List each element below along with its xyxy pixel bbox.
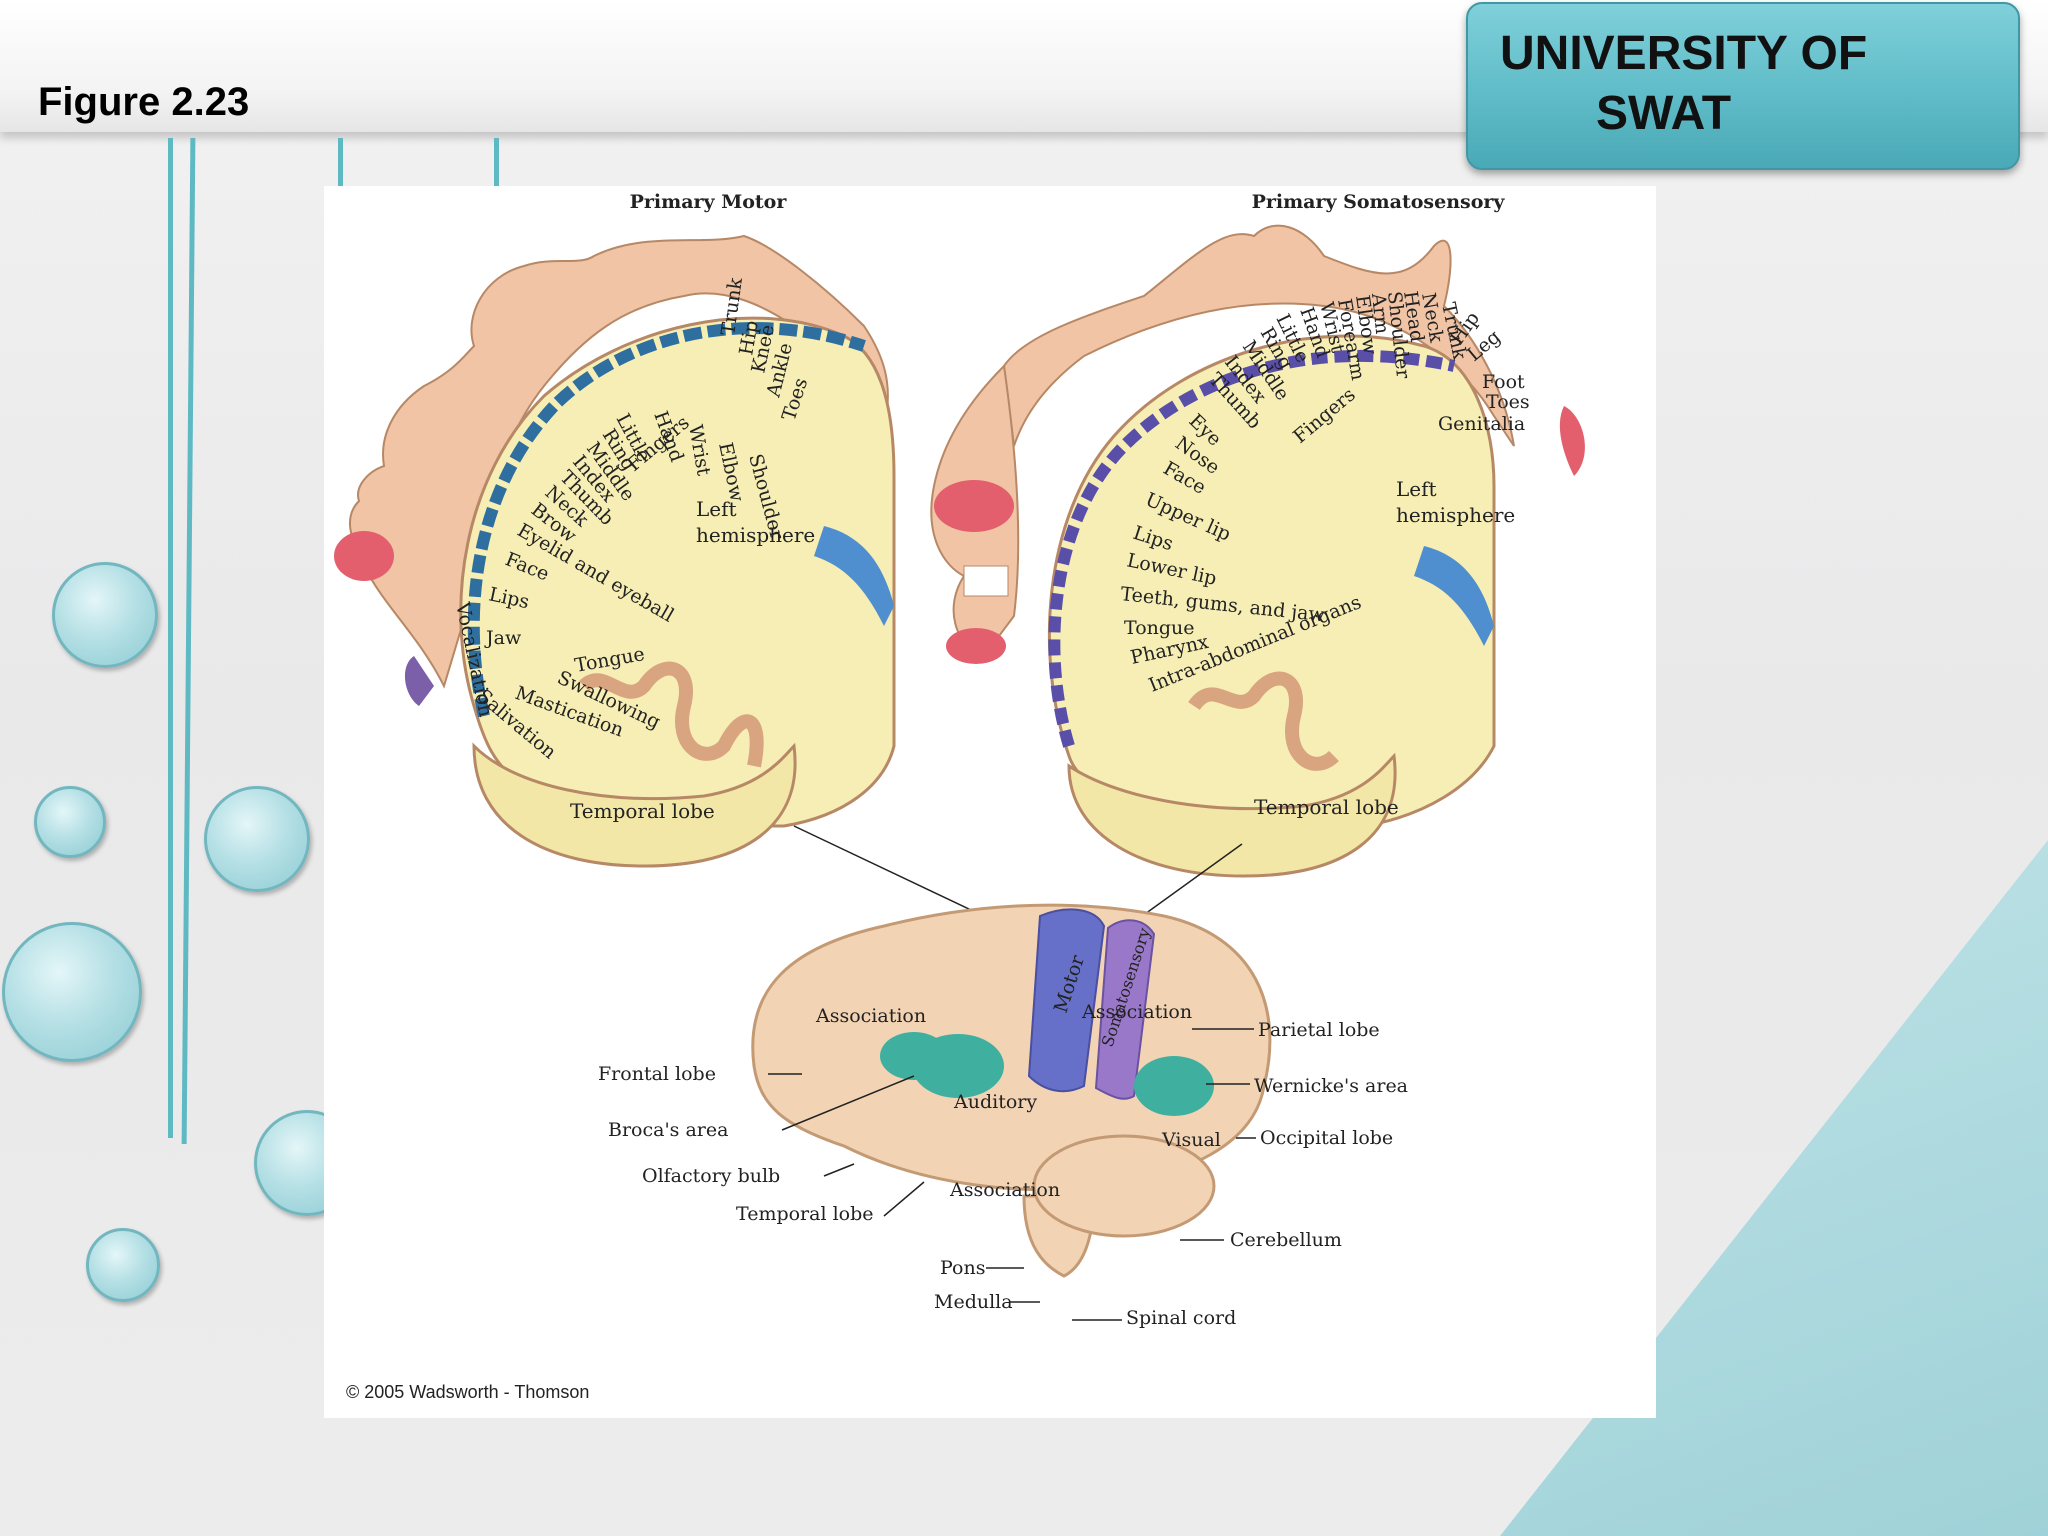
- motor-throat: [404, 656, 434, 706]
- brain-visual: Visual: [1161, 1129, 1221, 1151]
- motor-tongue: [334, 531, 394, 581]
- figure-label: Figure 2.23: [38, 80, 250, 124]
- somato-lips: [934, 480, 1014, 532]
- somato-label: Arm: [1367, 291, 1393, 335]
- somato-label: Tongue: [1124, 617, 1195, 639]
- decor-bubble: [34, 786, 106, 858]
- university-badge: UNIVERSITY OF SWAT: [1466, 2, 2020, 170]
- motor-title: Primary Motor: [630, 191, 788, 213]
- university-line-2: SWAT: [1596, 87, 1732, 140]
- decor-bubble: [2, 922, 142, 1062]
- somato-title: Primary Somatosensory: [1252, 191, 1506, 213]
- figure-panel: Primary Motor Toes Ankle Knee Hip Trunk …: [324, 186, 1656, 1418]
- brain-pons: Pons: [940, 1257, 985, 1279]
- university-line-1: UNIVERSITY OF: [1500, 27, 1868, 80]
- somatosensory-cortex: [1094, 919, 1156, 1100]
- decor-stripe-3: [338, 138, 343, 188]
- motor-label: Jaw: [484, 627, 522, 649]
- somato-tongue: [946, 628, 1006, 664]
- lateral-brain: [751, 903, 1272, 1278]
- brain-temporal-lobe: Temporal lobe: [736, 1203, 874, 1225]
- cerebellum-shape: [1032, 1134, 1216, 1238]
- somato-label: Toes: [1486, 391, 1530, 413]
- decor-stripe-4: [494, 138, 499, 188]
- brain-occipital-lobe: Occipital lobe: [1260, 1127, 1393, 1149]
- motor-cortex: [1027, 908, 1106, 1093]
- somato-teeth: [963, 565, 1009, 597]
- somato-label: Foot: [1482, 371, 1525, 393]
- brain-parietal-lobe: Parietal lobe: [1258, 1019, 1380, 1041]
- brain-spinal-cord: Spinal cord: [1126, 1307, 1236, 1329]
- decor-bubble: [52, 562, 158, 668]
- brain-association-bottom: Association: [949, 1179, 1060, 1201]
- decor-bubble: [204, 786, 310, 892]
- motor-left-hemisphere-line1: Left: [696, 497, 737, 521]
- copyright-text: © 2005 Wadsworth - Thomson: [346, 1382, 589, 1402]
- decor-bubble: [86, 1228, 160, 1302]
- motor-left-hemisphere-line2: hemisphere: [696, 523, 815, 547]
- motor-homunculus: [334, 234, 896, 868]
- decor-stripe-2: [181, 138, 196, 1144]
- brain-frontal-lobe: Frontal lobe: [598, 1063, 716, 1085]
- somato-temporal-lobe-label: Temporal lobe: [1254, 795, 1399, 819]
- decor-stripe-1: [168, 138, 173, 1138]
- motor-temporal-lobe-label: Temporal lobe: [570, 799, 715, 823]
- brain-association-front: Association: [815, 1005, 926, 1027]
- brain-cerebellum: Cerebellum: [1230, 1229, 1342, 1251]
- brain-leader-lines: [768, 1028, 1256, 1321]
- brocas-area-shape: [880, 1032, 948, 1080]
- brain-association-back: Association: [1081, 1001, 1192, 1023]
- wernickes-area-shape: [1134, 1056, 1214, 1116]
- somato-homunculus: [930, 224, 1585, 878]
- brain-medulla: Medulla: [934, 1291, 1013, 1313]
- brain-wernickes-area: Wernicke's area: [1254, 1075, 1408, 1097]
- somato-left-hemisphere-line1: Left: [1396, 477, 1437, 501]
- brain-brocas-area: Broca's area: [608, 1119, 728, 1141]
- brain-auditory: Auditory: [953, 1091, 1037, 1113]
- somato-label: Genitalia: [1438, 413, 1525, 435]
- brain-diagram: Primary Motor Toes Ankle Knee Hip Trunk …: [334, 191, 1585, 1402]
- brain-olfactory-bulb: Olfactory bulb: [642, 1165, 780, 1187]
- somato-left-hemisphere-line2: hemisphere: [1396, 503, 1515, 527]
